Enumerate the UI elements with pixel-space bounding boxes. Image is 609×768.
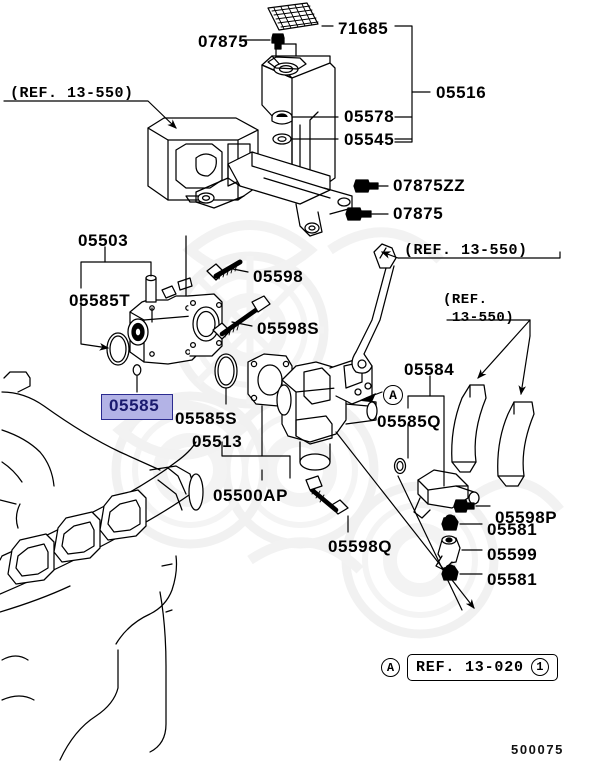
reference-marker-a: A: [383, 385, 403, 405]
part-number-05581[interactable]: 05581: [487, 570, 538, 589]
part-05598P-plug: [453, 499, 475, 513]
part-05578-grommet: [271, 110, 293, 125]
leader-lines: [3, 25, 561, 611]
part-number-05581[interactable]: 05581: [487, 520, 538, 539]
part-05598S-bolt: [212, 295, 271, 340]
part-05585Q-oring: [393, 457, 407, 475]
part-number-05598p[interactable]: 05598P: [495, 508, 558, 527]
reference-label-ref-right-top[interactable]: (REF. 13-550): [404, 242, 528, 259]
legend-reference-box[interactable]: A REF. 13-020 1: [381, 654, 558, 681]
part-number-07875[interactable]: 07875: [393, 204, 444, 223]
reference-label-ref-top-left[interactable]: (REF. 13-550): [10, 85, 134, 102]
part-05545-washer: [272, 133, 292, 145]
part-number-05578[interactable]: 05578: [344, 107, 395, 126]
part-05585S-oring: [214, 353, 238, 389]
part-number-05513[interactable]: 05513: [192, 432, 243, 451]
support-rod-right: [351, 243, 397, 374]
part-number-05584[interactable]: 05584: [404, 360, 455, 379]
part-number-05516[interactable]: 05516: [436, 83, 487, 102]
part-07875-bolt-lower: [345, 207, 372, 221]
part-number-05545[interactable]: 05545: [344, 130, 395, 149]
highlighted-part-number-05585[interactable]: 05585: [101, 394, 173, 420]
part-05503-valve-body: [127, 235, 223, 365]
part-05585-oring: [132, 364, 142, 376]
part-number-05599[interactable]: 05599: [487, 545, 538, 564]
part-05516-reservoir: [261, 43, 336, 191]
part-number-05598[interactable]: 05598: [253, 267, 304, 286]
part-07875-plug-top: [271, 33, 285, 50]
mounting-bracket-plate: [195, 151, 353, 237]
legend-ref-inner: REF. 13-020 1: [407, 654, 558, 681]
part-05581-upper: [441, 514, 459, 531]
part-05598Q-bolt: [305, 475, 349, 515]
part-05585T-oring: [106, 332, 130, 366]
part-number-05585s[interactable]: 05585S: [175, 409, 238, 428]
part-71685-screen: [267, 2, 319, 31]
legend-number-icon: 1: [530, 658, 549, 676]
part-05598-bolt: [206, 259, 243, 281]
engine-block: [0, 371, 204, 761]
drawing-code: 500075: [511, 742, 564, 757]
part-05599-bushing: [435, 535, 461, 571]
part-number-07875[interactable]: 07875: [198, 32, 249, 51]
part-number-05585t[interactable]: 05585T: [69, 291, 131, 310]
part-number-05500ap[interactable]: 05500AP: [213, 486, 289, 505]
legend-marker-a-icon: A: [381, 658, 400, 677]
part-number-05585q[interactable]: 05585Q: [377, 412, 442, 431]
part-number-07875zz[interactable]: 07875ZZ: [393, 176, 466, 195]
part-07875ZZ-bolt: [353, 179, 379, 193]
part-number-71685[interactable]: 71685: [338, 19, 389, 38]
coolant-hose-left: [451, 384, 487, 473]
part-number-05598q[interactable]: 05598Q: [328, 537, 393, 556]
part-number-05503[interactable]: 05503: [78, 231, 129, 250]
part-05584-fitting: [413, 469, 480, 519]
legend-ref-text: REF. 13-020: [416, 658, 524, 676]
coolant-hose-right: [497, 401, 535, 487]
part-number-05598s[interactable]: 05598S: [257, 319, 320, 338]
reference-label-ref-right-mid[interactable]: (REF. 13-550): [443, 292, 515, 326]
